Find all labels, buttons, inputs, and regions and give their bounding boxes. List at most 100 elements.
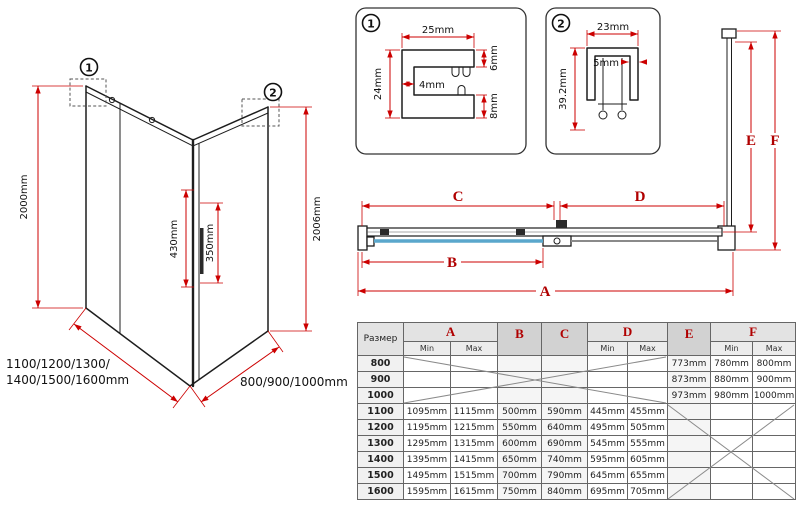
a-min-header: Min	[403, 341, 451, 356]
value-cell-a_min	[403, 371, 451, 388]
value-cell-e	[667, 419, 712, 436]
value-cell-e	[667, 467, 712, 484]
hanger-roller-icon	[617, 110, 627, 120]
value-cell-a_min: 1295mm	[403, 435, 451, 452]
value-cell-a_max: 1215mm	[449, 419, 499, 436]
value-cell-a_min: 1595mm	[403, 483, 451, 500]
value-cell-a_max	[449, 387, 499, 404]
detail-1-box: 1 25mm 24mm 6mm 4mm 8mm	[355, 7, 527, 155]
value-cell-d_min: 645mm	[587, 467, 629, 484]
callout-2-marker: 2	[263, 82, 283, 102]
section-label-c: C	[453, 189, 464, 205]
value-cell-d_min	[587, 387, 629, 404]
detail-2-callout-number: 2	[557, 18, 565, 31]
value-cell-f_min	[710, 435, 754, 452]
value-cell-f_max: 1000mm	[752, 387, 797, 404]
value-cell-b	[497, 355, 543, 372]
value-cell-a_min: 1195mm	[403, 419, 451, 436]
value-cell-b: 500mm	[497, 403, 543, 420]
a-max-header: Max	[449, 341, 499, 356]
front-width-label-line2: 1400/1500/1600mm	[6, 373, 129, 387]
value-cell-b	[497, 387, 543, 404]
value-cell-d_min: 445mm	[587, 403, 629, 420]
stopper-block	[556, 220, 567, 228]
value-cell-a_max: 1515mm	[449, 467, 499, 484]
value-cell-d_min: 545mm	[587, 435, 629, 452]
dimension-handle-lower: 350mm	[200, 202, 223, 284]
value-cell-f_max: 900mm	[752, 371, 797, 388]
value-cell-f_max	[752, 451, 797, 468]
size-cell: 1000	[357, 387, 404, 404]
d-min-header: Min	[587, 341, 629, 356]
size-cell: 1200	[357, 419, 404, 436]
dimension-left-height: 2000mm	[19, 85, 83, 309]
detail-1-web-label: 4mm	[419, 80, 445, 91]
value-cell-c: 690mm	[541, 435, 589, 452]
value-cell-a_max: 1115mm	[449, 403, 499, 420]
column-header-e: E	[667, 322, 712, 356]
value-cell-f_max: 800mm	[752, 355, 797, 372]
value-cell-c: 590mm	[541, 403, 589, 420]
value-cell-a_max: 1415mm	[449, 451, 499, 468]
dim-right-height-label: 2006mm	[312, 197, 323, 242]
detail-1-width-label: 25mm	[422, 25, 454, 36]
section-label-e: E	[746, 133, 756, 149]
value-cell-c: 640mm	[541, 419, 589, 436]
value-cell-b: 600mm	[497, 435, 543, 452]
value-cell-e	[667, 403, 712, 420]
section-label-b: B	[447, 255, 457, 271]
value-cell-e	[667, 435, 712, 452]
value-cell-a_min	[403, 387, 451, 404]
value-cell-f_min: 780mm	[710, 355, 754, 372]
value-cell-d_max: 655mm	[627, 467, 669, 484]
value-cell-c: 740mm	[541, 451, 589, 468]
value-cell-a_max	[449, 371, 499, 388]
size-cell: 800	[357, 355, 404, 372]
value-cell-b: 700mm	[497, 467, 543, 484]
value-cell-d_max: 555mm	[627, 435, 669, 452]
detail-2-height-label: 39.2mm	[558, 68, 569, 110]
value-cell-d_max: 455mm	[627, 403, 669, 420]
value-cell-a_max	[449, 355, 499, 372]
value-cell-a_min: 1395mm	[403, 451, 451, 468]
callout-1-number: 1	[85, 62, 93, 75]
value-cell-f_max	[752, 435, 797, 452]
value-cell-d_min	[587, 355, 629, 372]
value-cell-c: 790mm	[541, 467, 589, 484]
value-cell-e	[667, 483, 712, 500]
value-cell-d_max: 605mm	[627, 451, 669, 468]
side-depth-label: 800/900/1000mm	[240, 375, 348, 389]
column-header-f: F	[710, 322, 797, 342]
details-and-section-drawing: 1 25mm 24mm 6mm 4mm 8mm	[355, 7, 783, 300]
size-table: Размер A B C D E F Min Max Min Max Min M…	[357, 322, 797, 500]
value-cell-b: 650mm	[497, 451, 543, 468]
size-cell: 1300	[357, 435, 404, 452]
plan-section-view: C D B A E	[357, 28, 783, 300]
value-cell-e: 873mm	[667, 371, 712, 388]
value-cell-d_max	[627, 355, 669, 372]
section-label-f: F	[770, 133, 779, 149]
size-column-header: Размер	[357, 322, 404, 356]
value-cell-a_max: 1315mm	[449, 435, 499, 452]
detail-1-top-lip-label: 6mm	[489, 45, 500, 71]
value-cell-f_min: 980mm	[710, 387, 754, 404]
detail-1-height-label: 24mm	[373, 68, 384, 100]
dim-left-height-label: 2000mm	[19, 175, 30, 220]
value-cell-a_min	[403, 355, 451, 372]
detail-2-wall-label: 5mm	[593, 58, 619, 69]
dimension-handle-upper: 430mm	[169, 189, 194, 288]
detail-2-width-label: 23mm	[597, 22, 629, 33]
value-cell-f_max	[752, 419, 797, 436]
value-cell-b: 750mm	[497, 483, 543, 500]
value-cell-f_min	[710, 467, 754, 484]
value-cell-f_min: 880mm	[710, 371, 754, 388]
value-cell-c: 840mm	[541, 483, 589, 500]
size-cell: 1500	[357, 467, 404, 484]
value-cell-e: 973mm	[667, 387, 712, 404]
column-header-d: D	[587, 322, 669, 342]
value-cell-d_min	[587, 371, 629, 388]
